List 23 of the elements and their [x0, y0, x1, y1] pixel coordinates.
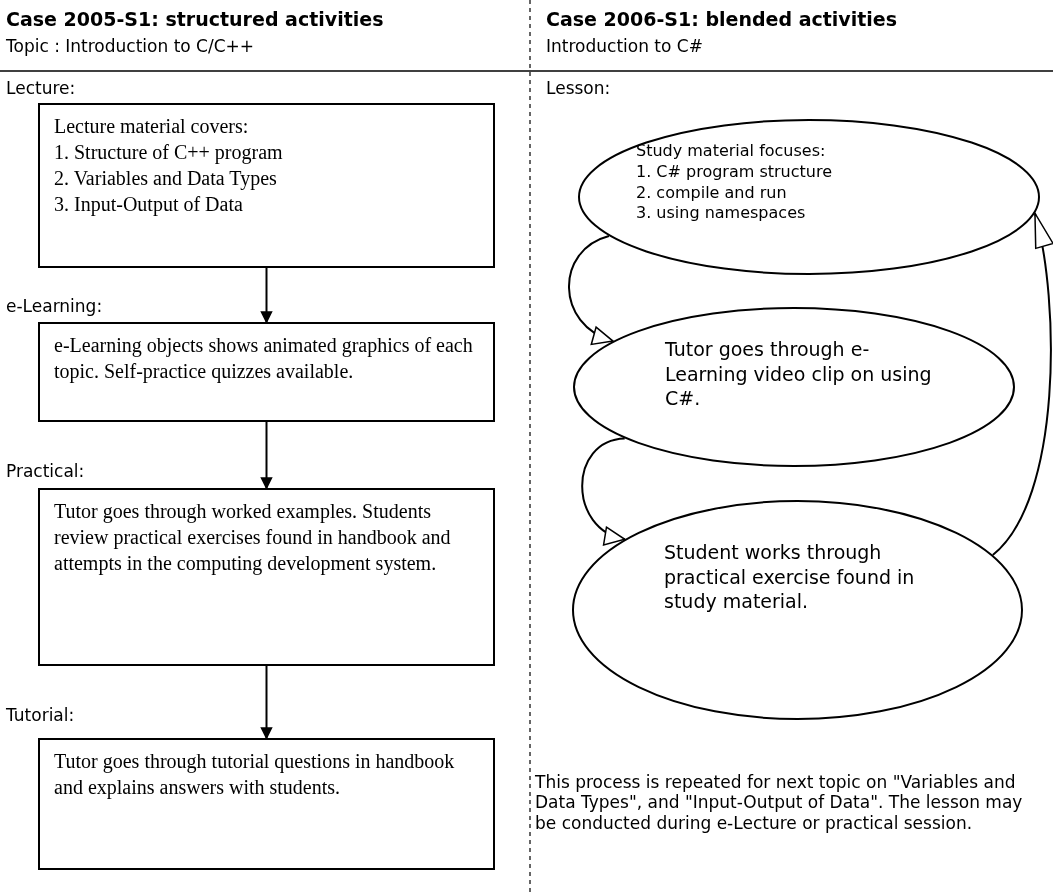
case-heading: Case 2006-S1: blended activities — [546, 8, 899, 31]
arrow — [260, 665, 273, 739]
section-label: Introduction to C# — [546, 36, 704, 57]
arrow — [568, 235, 614, 343]
ellipse-text: Study material focuses: 1. C# program structure 2. compile and run 3. using namespaces — [636, 141, 833, 225]
section-label: Tutorial: — [6, 705, 76, 726]
section-label: Practical: — [6, 461, 86, 482]
section-label: Lesson: — [546, 78, 612, 99]
arrow — [991, 212, 1053, 556]
ellipse-text: Student works through practical exercise found in study material. — [664, 540, 916, 615]
process-box: Lecture material covers: 1. Structure of C++ program 2. Variables and Data Types 3. Input-Output of Data — [38, 103, 495, 268]
ellipse-text: Tutor goes through e-Learning video clip on using C#. — [665, 337, 933, 412]
case-heading: Case 2005-S1: structured activities — [6, 8, 385, 31]
process-box: Tutor goes through tutorial questions in handbook and explains answers with students. — [38, 738, 495, 870]
arrow — [581, 437, 626, 543]
arrow — [260, 421, 273, 489]
section-label: Topic : Introduction to C/C++ — [6, 36, 256, 57]
note-text: This process is repeated for next topic on "Variables and Data Types", and "Input-Output of Data". The lesson may be conducted during e-Lecture or practical session. — [535, 772, 1024, 834]
section-label: Lecture: — [6, 78, 77, 99]
process-box: Tutor goes through worked examples. Students review practical exercises found in handbook and attempts in the computing development system. — [38, 488, 495, 666]
arrow — [260, 267, 273, 323]
section-label: e-Learning: — [6, 296, 104, 317]
process-box: e-Learning objects shows animated graphics of each topic. Self-practice quizzes available. — [38, 322, 495, 422]
